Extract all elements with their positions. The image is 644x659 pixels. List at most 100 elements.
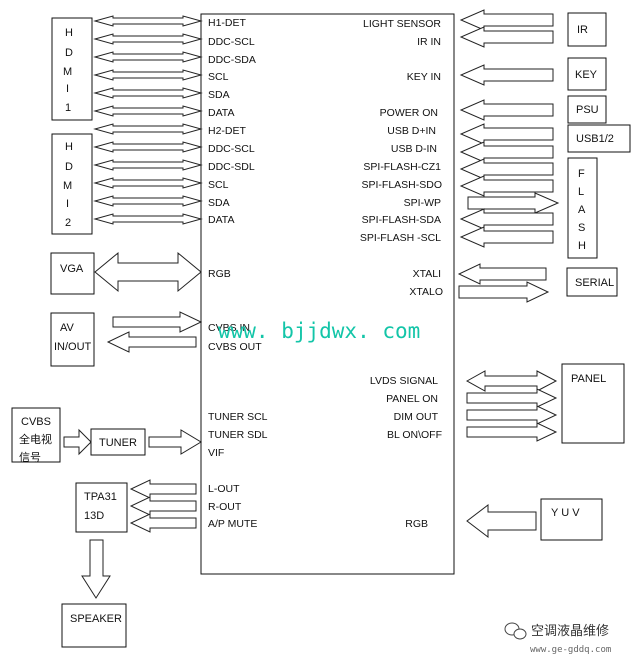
- cvbs-box: [11, 407, 61, 463]
- svg-text:M: M: [63, 180, 72, 192]
- pin-spi-cz1: SPI-FLASH-CZ1: [363, 161, 441, 173]
- pin-usb-dm: USB D-IN: [391, 143, 437, 155]
- pin-cvbs-out: CVBS OUT: [208, 341, 262, 353]
- panel-label: PANEL: [571, 373, 606, 385]
- pin-dim-out: DIM OUT: [394, 411, 439, 423]
- pin-data-2: DATA: [208, 214, 234, 226]
- pin-rgb-left: RGB: [208, 268, 231, 280]
- hdmi2-label: H D M I 2: [63, 141, 73, 229]
- hdmi-signal-arrow: [93, 213, 203, 225]
- pin-h1-det: H1-DET: [208, 17, 247, 29]
- spi-wp-arrow: [467, 192, 560, 214]
- speaker-arrow: [81, 539, 111, 599]
- spi-sda-arrow: [459, 208, 554, 230]
- pin-tuner-sdl: TUNER SDL: [208, 429, 268, 441]
- tuner-to-chip-arrow: [148, 429, 202, 455]
- speaker-box: [61, 603, 127, 648]
- site-logo: 空调液晶维修 www.ge-gddq.com: [504, 622, 611, 655]
- cvbs-label-1: CVBS: [21, 416, 51, 428]
- ir-in-arrow: [459, 26, 554, 48]
- hdmi-signal-arrow: [93, 177, 203, 189]
- hdmi2-box: [51, 133, 93, 235]
- vga-box: [50, 252, 95, 295]
- yuv-label: Y U V: [551, 507, 580, 519]
- av-box: [50, 312, 95, 367]
- cvbs-out-arrow: [106, 331, 197, 353]
- hdmi-signal-arrow: [93, 87, 203, 99]
- hdmi-signal-arrow: [93, 51, 203, 63]
- speaker-label: SPEAKER: [70, 613, 122, 625]
- pin-spi-wp: SPI-WP: [404, 197, 441, 209]
- chip-right-pins: LIGHT SENSOR IR IN KEY IN POWER ON USB D…: [360, 18, 443, 530]
- l-out-arrow: [129, 479, 197, 499]
- svg-text:S: S: [578, 222, 585, 234]
- key-box: [567, 57, 607, 91]
- serial-box: [566, 267, 618, 297]
- vga-label: VGA: [60, 263, 84, 275]
- svg-text:H: H: [65, 27, 73, 39]
- hdmi-signal-arrow: [93, 15, 203, 27]
- bl-onoff-arrow: [466, 422, 558, 442]
- svg-text:M: M: [63, 66, 72, 78]
- r-out-arrow: [129, 496, 197, 516]
- pin-ddc-sda-1: DDC-SDA: [208, 54, 256, 66]
- power-on-arrow: [459, 99, 554, 121]
- pin-ir-in: IR IN: [417, 36, 441, 48]
- pin-xtalo: XTALO: [409, 286, 443, 298]
- svg-text:2: 2: [65, 217, 71, 229]
- panel-on-arrow: [466, 388, 558, 408]
- svg-text:1: 1: [65, 102, 71, 114]
- chip-left-pins: H1-DET DDC-SCL DDC-SDA SCL SDA DATA H2-D…: [208, 17, 268, 530]
- svg-text:H: H: [578, 240, 586, 252]
- hdmi-signal-arrow: [93, 69, 203, 81]
- hdmi-signal-arrow: [93, 123, 203, 135]
- usb-label: USB1/2: [576, 133, 614, 145]
- spi-sdo-arrow: [459, 175, 554, 197]
- flash-box: [567, 157, 598, 259]
- watermark-text: www. bjjdwx. com: [218, 319, 420, 343]
- pin-panel-on: PANEL ON: [386, 393, 438, 405]
- dim-out-arrow: [466, 405, 558, 425]
- key-label: KEY: [575, 69, 598, 81]
- svg-text:D: D: [65, 161, 73, 173]
- logo-name: 空调液晶维修: [531, 624, 609, 639]
- xtali-arrow: [457, 263, 547, 285]
- hdmi-signal-arrow: [93, 105, 203, 117]
- ir-label: IR: [577, 24, 588, 36]
- pin-power-on: POWER ON: [380, 107, 438, 119]
- svg-text:A: A: [578, 204, 586, 216]
- pin-scl-2: SCL: [208, 179, 229, 191]
- pin-tuner-scl: TUNER SCL: [208, 411, 268, 423]
- hdmi1-box: [51, 17, 93, 121]
- tpa-box: [75, 482, 128, 533]
- spi-cz1-arrow: [459, 158, 554, 180]
- pin-bl-onoff: BL ON\OFF: [387, 429, 442, 441]
- hdmi1-label: H D M I 1: [63, 27, 73, 114]
- pin-ddc-sdl-2: DDC-SDL: [208, 161, 255, 173]
- svg-text:L: L: [578, 186, 584, 198]
- tpa-label-1: TPA31: [84, 491, 117, 503]
- svg-text:F: F: [578, 168, 585, 180]
- tuner-label: TUNER: [99, 437, 137, 449]
- panel-box: [561, 363, 625, 444]
- psu-box: [567, 95, 607, 124]
- vga-arrow: [94, 251, 202, 293]
- pin-ap-mute: A/P MUTE: [208, 518, 257, 530]
- usb-dm-arrow: [459, 141, 554, 163]
- ap-mute-arrow: [129, 513, 197, 533]
- yuv-arrow: [466, 503, 537, 539]
- pin-ddc-scl-2: DDC-SCL: [208, 143, 255, 155]
- tpa-label-2: 13D: [84, 510, 104, 522]
- pin-h2-det: H2-DET: [208, 125, 247, 137]
- light-sensor-arrow: [459, 9, 554, 31]
- key-in-arrow: [459, 64, 554, 86]
- pin-sda-2: SDA: [208, 197, 230, 209]
- pin-spi-scl: SPI-FLASH -SCL: [360, 232, 441, 244]
- svg-text:I: I: [66, 198, 69, 210]
- av-label-1: AV: [60, 322, 75, 334]
- pin-rgb-right: RGB: [405, 518, 428, 530]
- svg-text:I: I: [66, 83, 69, 95]
- tuner-box: [90, 428, 146, 456]
- ir-box: [567, 12, 607, 47]
- yuv-box: [540, 498, 603, 541]
